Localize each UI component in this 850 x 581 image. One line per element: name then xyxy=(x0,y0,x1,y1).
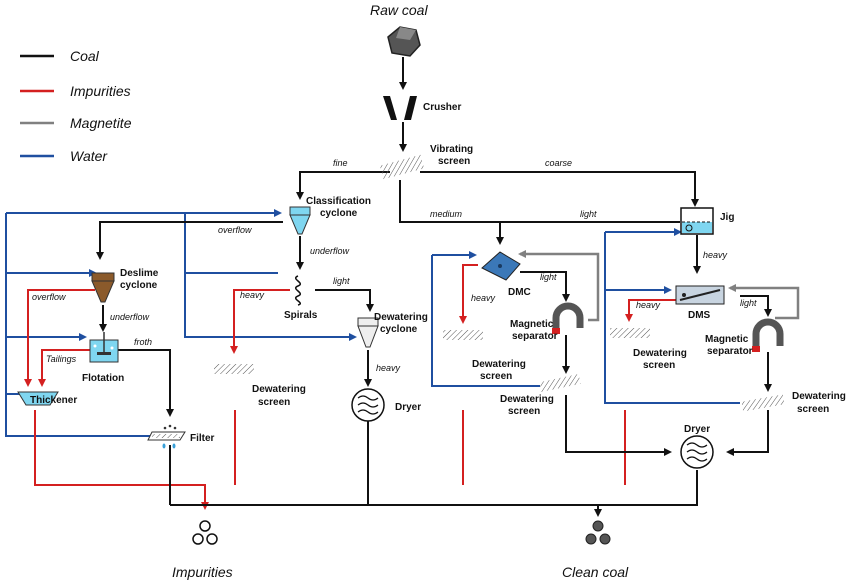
flow-heavy-dewatering: heavy xyxy=(376,363,401,373)
crusher-label: Crusher xyxy=(423,102,461,113)
filter-label: Filter xyxy=(190,433,215,444)
flow-froth: froth xyxy=(134,337,152,347)
legend-water: Water xyxy=(70,148,108,164)
raw-coal-label: Raw coal xyxy=(370,2,428,18)
spirals-label: Spirals xyxy=(284,310,318,321)
classification-cyclone-label-2: cyclone xyxy=(320,208,358,219)
dryer-1-label: Dryer xyxy=(395,402,421,413)
flotation-label: Flotation xyxy=(82,373,124,384)
dewatering-screen-4-label-1: Dewatering xyxy=(633,348,687,359)
dewatering-screen-4-label-2: screen xyxy=(643,360,675,371)
dms-icon xyxy=(675,285,725,305)
deslime-cyclone-label-2: cyclone xyxy=(120,280,158,291)
dewatering-screen-2-icon xyxy=(443,330,483,340)
dewatering-screen-5-icon xyxy=(741,394,785,412)
classification-cyclone-icon xyxy=(289,206,311,235)
flow-heavy-jig: heavy xyxy=(703,250,728,260)
deslime-cyclone-icon xyxy=(91,272,115,303)
deslime-cyclone-label-1: Deslime xyxy=(120,268,159,279)
dmc-icon xyxy=(481,251,521,281)
jig-label: Jig xyxy=(720,212,734,223)
dewatering-screen-1-icon xyxy=(214,364,254,374)
flow-light-dmc: light xyxy=(540,272,557,282)
flow-light-jig: light xyxy=(580,209,597,219)
dryer-2-icon xyxy=(680,435,714,469)
magnetic-separator-2-icon xyxy=(752,318,784,352)
coal-lines xyxy=(96,57,772,517)
magnetic-separator-1-label-1: Magnetic xyxy=(510,319,554,330)
dewatering-screen-1-label-1: Dewatering xyxy=(252,384,306,395)
legend-coal: Coal xyxy=(70,48,100,64)
thickener-label: Thickener xyxy=(30,395,77,406)
dewatering-screen-4-icon xyxy=(610,328,650,338)
magnetic-separator-1-label-2: separator xyxy=(512,331,558,342)
impurities-output-icon xyxy=(192,520,218,545)
dewatering-screen-5-label-2: screen xyxy=(797,404,829,415)
vibrating-screen-label-2: screen xyxy=(438,156,470,167)
dewatering-screen-3-label-2: screen xyxy=(508,406,540,417)
flow-tailings: Tailings xyxy=(46,354,77,364)
magnetic-separator-2-label-1: Magnetic xyxy=(705,334,749,345)
flow-underflow-class: underflow xyxy=(310,246,350,256)
flow-overflow-deslime: overflow xyxy=(32,292,66,302)
flow-heavy-spirals: heavy xyxy=(240,290,265,300)
filter-icon xyxy=(147,424,186,449)
legend-impurities: Impurities xyxy=(70,83,131,99)
clean-coal-label: Clean coal xyxy=(562,564,629,580)
flow-fine: fine xyxy=(333,158,348,168)
flow-coarse: coarse xyxy=(545,158,572,168)
flow-heavy-dmc: heavy xyxy=(471,293,496,303)
legend: Coal Impurities Magnetite Water xyxy=(20,48,132,164)
dewatering-screen-2-label-2: screen xyxy=(480,371,512,382)
flow-light-spirals: light xyxy=(333,276,350,286)
dewatering-screen-3-label-1: Dewatering xyxy=(500,394,554,405)
impurities-label: Impurities xyxy=(172,564,233,580)
vibrating-screen-label-1: Vibrating xyxy=(430,144,473,155)
dms-label: DMS xyxy=(688,310,711,321)
magnetic-separator-1-icon xyxy=(552,302,584,334)
flow-underflow-deslime: underflow xyxy=(110,312,150,322)
flow-light-dms: light xyxy=(740,298,757,308)
dewatering-screen-3-icon xyxy=(539,373,581,393)
dewatering-cyclone-label-2: cyclone xyxy=(380,324,418,335)
dewatering-screen-2-label-1: Dewatering xyxy=(472,359,526,370)
magnetite-lines xyxy=(518,250,800,322)
impurity-lines xyxy=(24,264,685,510)
legend-magnetite: Magnetite xyxy=(70,115,132,131)
dmc-label: DMC xyxy=(508,287,531,298)
dewatering-screen-5-label-1: Dewatering xyxy=(792,391,846,402)
flow-overflow-class: overflow xyxy=(218,225,252,235)
jig-icon xyxy=(680,207,714,235)
magnetic-separator-2-label-2: separator xyxy=(707,346,753,357)
raw-coal-icon xyxy=(387,26,421,57)
dewatering-screen-1-label-2: screen xyxy=(258,397,290,408)
dryer-1-icon xyxy=(351,388,385,422)
flotation-icon xyxy=(89,332,119,363)
spirals-icon xyxy=(295,275,301,306)
flow-medium: medium xyxy=(430,209,463,219)
flow-heavy-dms: heavy xyxy=(636,300,661,310)
vibrating-screen-icon xyxy=(379,154,425,180)
dewatering-cyclone-label-1: Dewatering xyxy=(374,312,428,323)
classification-cyclone-label-1: Classification xyxy=(306,196,371,207)
dryer-2-label: Dryer xyxy=(684,424,710,435)
clean-coal-output-icon xyxy=(585,520,611,545)
dewatering-cyclone-icon xyxy=(357,317,379,348)
crusher-icon xyxy=(383,96,417,120)
water-lines xyxy=(5,209,740,437)
thickener-icon xyxy=(17,391,59,406)
